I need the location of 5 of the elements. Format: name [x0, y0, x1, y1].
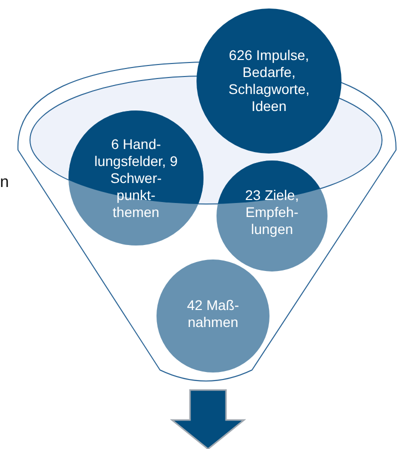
cut-off-text: n — [0, 174, 9, 192]
circle-label: 6 Hand- lungsfelder, 9 Schwer- punkt- themen — [94, 136, 178, 220]
circle-label: 42 Maß- nahmen — [186, 297, 240, 331]
circle-label: 23 Ziele, Empfeh- lungen — [244, 186, 300, 238]
circle-label: 626 Impulse, Bedarfe, Schlagworte, Ideen — [228, 47, 310, 115]
